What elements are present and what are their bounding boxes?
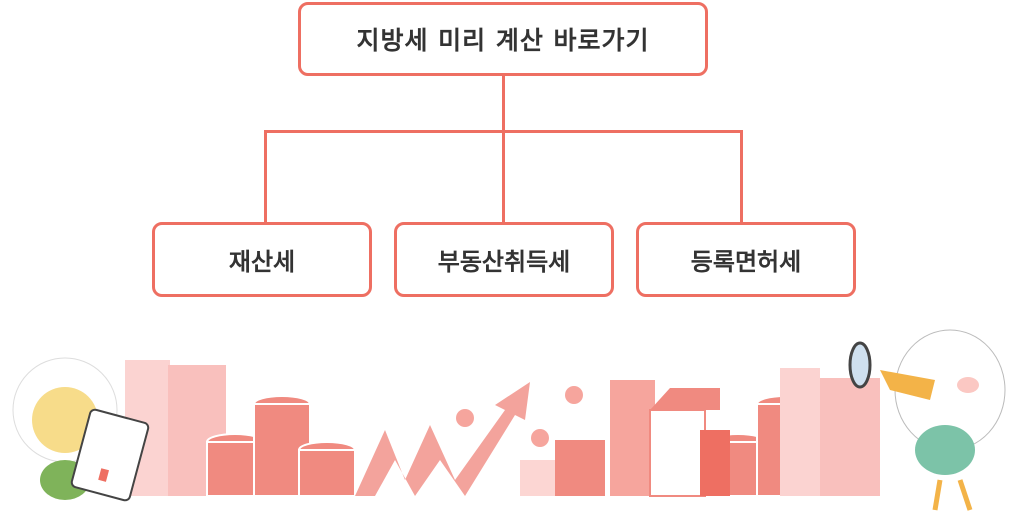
- city-coins-illustration: [12, 329, 1006, 511]
- duck-mascot-with-magnifier-icon: [848, 329, 1006, 511]
- button-label: 재산세: [228, 248, 296, 276]
- buildings-right-icon: [780, 368, 880, 496]
- connector-line: [264, 130, 267, 222]
- connector-line: [740, 130, 743, 222]
- button-label: 등록면허세: [690, 248, 802, 276]
- connector-line: [502, 76, 505, 133]
- rising-arrow-icon: [355, 382, 530, 496]
- button-label: 부동산취득세: [437, 248, 571, 276]
- connector-line: [502, 130, 505, 222]
- houses-icon: [520, 380, 730, 497]
- registration-license-tax-button[interactable]: 등록면허세: [636, 222, 856, 297]
- title-box: 지방세 미리 계산 바로가기: [298, 2, 708, 76]
- title-text: 지방세 미리 계산 바로가기: [356, 26, 650, 55]
- coin-icon: [456, 386, 583, 447]
- flower-mascot-with-calculator-icon: [12, 357, 150, 502]
- real-estate-acquisition-tax-button[interactable]: 부동산취득세: [394, 222, 614, 297]
- property-tax-button[interactable]: 재산세: [152, 222, 372, 297]
